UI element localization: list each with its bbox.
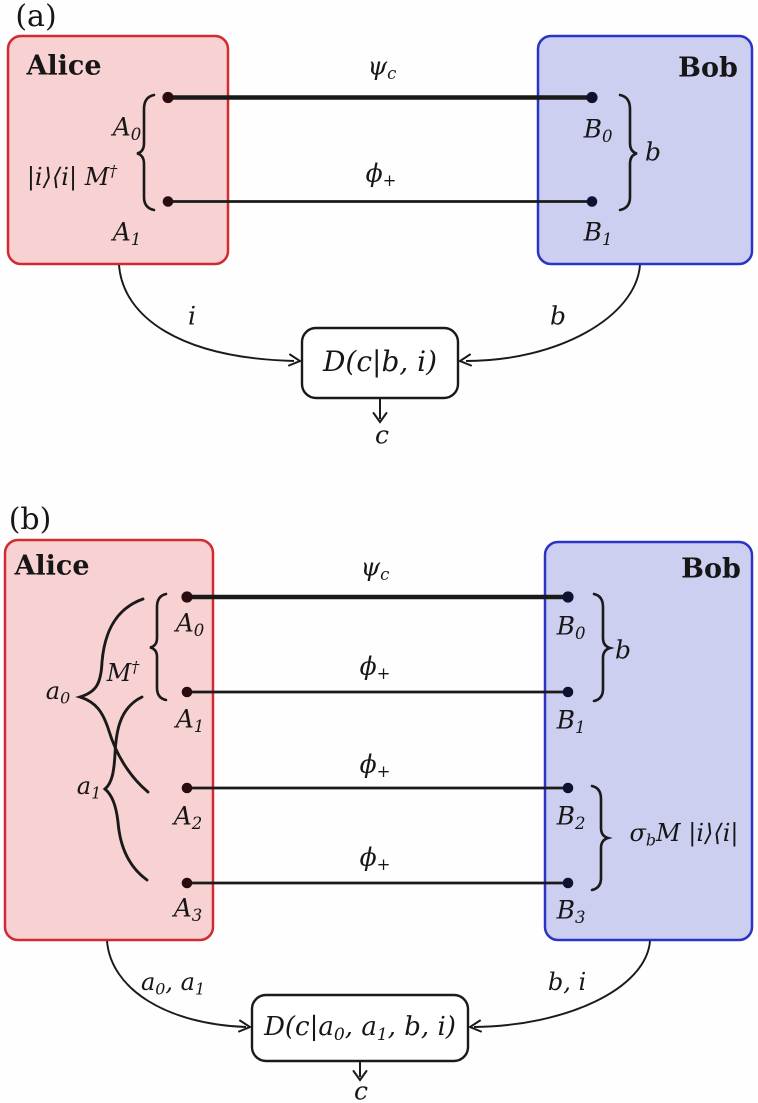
panel-b-wire-label-phi-2: ϕ+	[359, 749, 391, 782]
panel-b-bob-box	[543, 540, 754, 942]
panel-b-bob-brace-top-label: b	[614, 635, 632, 665]
panel-b-bob-brace-bottom-label: σbM |i⟩⟨i|	[629, 819, 739, 850]
panel-b-alice-dot-1	[181, 686, 193, 698]
panel-a-bob-brace-label: b	[644, 137, 662, 167]
panel-a-alice-brace	[136, 93, 156, 212]
panel-a-arrowhead-left	[288, 353, 303, 367]
panel-a-port-A1: A1	[112, 217, 142, 250]
panel-a-output-label: c	[374, 420, 390, 450]
panel-b-outcome1-label: a1	[76, 772, 102, 803]
panel-a-port-B1: B1	[583, 217, 613, 250]
panel-b-port-A2: A2	[173, 801, 203, 834]
panel-b-arrow-right-curve	[473, 940, 651, 1028]
panel-b-port-A0: A0	[175, 608, 205, 641]
panel-b-port-B2: B2	[556, 801, 586, 834]
panel-a-wire-label-phi: ϕ+	[365, 158, 397, 191]
panel-b-caption: (b)	[8, 502, 52, 537]
panel-b-port-B1: B1	[556, 705, 586, 738]
panel-a-bob-dot-0	[586, 91, 598, 104]
panel-b-port-A1: A1	[175, 704, 205, 737]
panel-b-port-A3: A3	[173, 893, 203, 926]
panel-b-arrowhead-right	[467, 1019, 482, 1033]
panel-b-output-label: c	[353, 1076, 369, 1103]
panel-b-output-arrowhead	[352, 1070, 368, 1082]
panel-a-arrowhead-right	[457, 353, 472, 367]
panel-a-port-B0: B0	[583, 114, 613, 147]
panel-a-arrow-left-curve	[118, 264, 295, 362]
panel-b-measurement-label: M†	[106, 657, 140, 687]
panel-b-alice-dot-2	[181, 782, 193, 794]
panel-b-bob-title: Bob	[681, 553, 741, 585]
panel-b-port-B0: B0	[556, 611, 586, 644]
panel-a-arrow-right-curve	[465, 264, 641, 362]
panel-a-alice-dot-0	[162, 91, 174, 104]
panel-b-message-left-label: a0, a1	[140, 968, 206, 999]
panel-b-outcome0-brace	[75, 597, 150, 794]
panel-a-output-arrowhead	[372, 412, 388, 424]
panel-b-arrowhead-left	[238, 1019, 253, 1033]
panel-b-wire-label-phi-1: ϕ+	[359, 651, 391, 684]
panel-b-outcome1-brace	[102, 695, 149, 882]
panel-a-alice-box	[6, 34, 230, 266]
panel-a-caption: (a)	[15, 0, 57, 34]
panel-b-measurement-brace	[149, 592, 168, 702]
panel-b-alice-dot-0	[181, 591, 193, 603]
panel-b-wire-label-phi-3: ϕ+	[359, 842, 391, 875]
panel-a-bob-title: Bob	[678, 52, 738, 84]
panel-a-alice-title: Alice	[26, 50, 102, 82]
panel-a-alice-dot-1	[162, 196, 174, 207]
panel-b-arrow-left-curve	[106, 940, 247, 1028]
panel-b-decision-label: D(c|a0, a1, b, i)	[264, 1012, 456, 1045]
panel-b-bob-brace-bottom	[590, 784, 613, 892]
panel-b-message-right-label: b, i	[547, 968, 587, 996]
panel-b-bob-dot-2	[562, 782, 574, 794]
panel-a-decision-label: D(c|b, i)	[322, 345, 438, 378]
panel-a-bob-brace	[618, 93, 638, 212]
panel-b-bob-dot-0	[562, 591, 574, 603]
panel-a-bob-dot-1	[586, 196, 598, 207]
panel-a-port-A0: A0	[112, 112, 142, 145]
panel-b-outcome0-label: a0	[45, 677, 71, 708]
panel-b-alice-title: Alice	[14, 550, 90, 582]
panel-b-wire-label-psi: ψc	[360, 552, 390, 585]
panel-b-bob-dot-1	[562, 686, 574, 698]
panel-a-message-b-label: b	[549, 301, 567, 331]
panel-b-bob-brace-top	[592, 592, 615, 703]
panel-a-alice-operator-label: |i⟩⟨i| M†	[26, 161, 118, 191]
panel-b-alice-dot-3	[181, 877, 193, 889]
panel-b-bob-dot-3	[562, 877, 574, 889]
panel-b-port-B3: B3	[556, 895, 586, 928]
panel-a-message-i-label: i	[188, 301, 196, 331]
panel-a-wire-label-psi: ψc	[367, 51, 397, 84]
panel-b-alice-box	[3, 538, 215, 942]
